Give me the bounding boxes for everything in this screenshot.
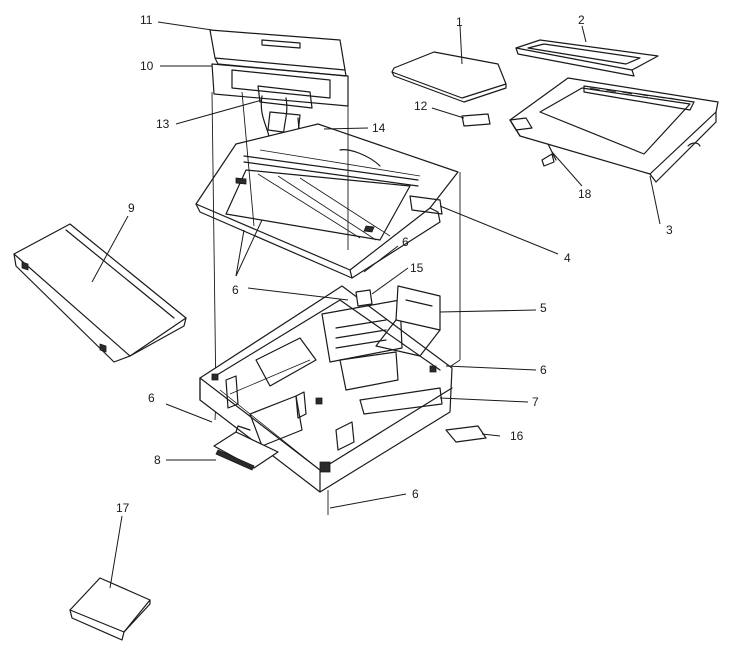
callout-7: 7 — [532, 395, 539, 409]
part-1-cover-panel — [391, 51, 507, 103]
callout-6-right: 6 — [540, 363, 547, 377]
callout-6-bottom: 6 — [412, 487, 419, 501]
callout-8: 8 — [154, 453, 161, 467]
part-5-bracket — [375, 285, 441, 357]
callout-labels: 11 10 13 14 1 2 12 18 3 4 6 6 15 5 9 6 7… — [116, 13, 673, 515]
callout-1: 1 — [456, 15, 463, 29]
part-3-top-housing — [509, 77, 719, 183]
callout-15: 15 — [410, 261, 424, 275]
part-18-latch-pin — [541, 143, 557, 167]
callout-3: 3 — [666, 223, 673, 237]
part-10-frame — [211, 63, 349, 107]
part-15-plate — [355, 289, 373, 307]
callout-4: 4 — [564, 251, 571, 265]
callout-2: 2 — [578, 13, 585, 27]
part-12-plate — [461, 113, 491, 127]
part-8-connector — [213, 425, 279, 471]
callout-12: 12 — [414, 99, 428, 113]
part-17-block — [69, 577, 151, 641]
part-11-top-cover — [209, 29, 347, 77]
callout-9: 9 — [128, 201, 135, 215]
callout-5: 5 — [540, 301, 547, 315]
part-16-plate — [445, 425, 487, 443]
callout-10: 10 — [140, 59, 154, 73]
callout-14: 14 — [372, 121, 386, 135]
callout-13: 13 — [156, 117, 170, 131]
leader-lines — [91, 21, 661, 589]
callout-6-left: 6 — [232, 283, 239, 297]
part-4-carriage-frame — [195, 123, 459, 279]
callout-16: 16 — [510, 429, 524, 443]
callout-11: 11 — [140, 13, 153, 27]
callout-17: 17 — [116, 501, 130, 515]
callout-6-upper: 6 — [402, 235, 409, 249]
part-9-side-panel — [13, 223, 187, 363]
part-7-lower-case — [199, 285, 453, 493]
callout-6-lower-left: 6 — [148, 391, 155, 405]
callout-18: 18 — [578, 187, 592, 201]
part-2-window-frame — [515, 39, 659, 77]
